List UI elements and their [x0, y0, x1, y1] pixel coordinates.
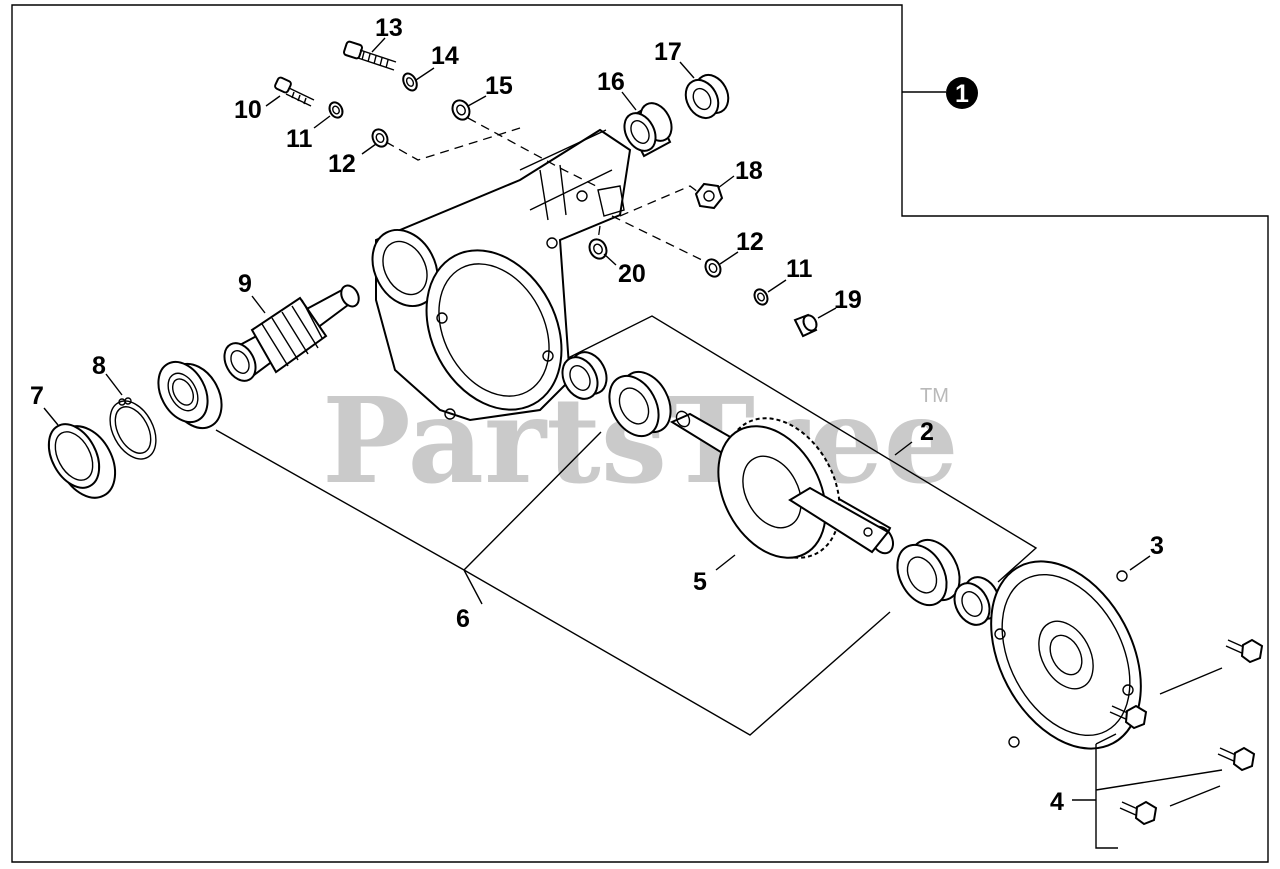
callout-5: 5	[693, 568, 707, 596]
leader-2-bracket	[567, 315, 1038, 583]
part-7-cap	[47, 423, 117, 499]
part-18-nut	[694, 182, 724, 210]
callout-1-badge	[946, 77, 978, 109]
leader-4-upper	[1159, 667, 1223, 695]
part-17-seal	[684, 73, 730, 120]
callout-20: 20	[618, 260, 646, 288]
dashed-alignment-d	[611, 215, 707, 263]
part-6-bearing-left	[157, 360, 223, 430]
callout-2: 2	[920, 418, 934, 446]
callout-11-top: 11	[286, 125, 313, 153]
part-11-washer-right	[753, 288, 769, 306]
leader-8	[105, 373, 123, 396]
part-6-seal-upper	[561, 351, 608, 400]
callout-3: 3	[1150, 532, 1164, 560]
part-11-washer-top	[328, 101, 344, 119]
part-20-washer	[588, 238, 608, 260]
gear-case-housing	[371, 128, 632, 422]
dashed-alignment-a	[385, 127, 521, 161]
leader-13	[371, 37, 386, 53]
leader-7	[43, 407, 59, 426]
part-13-bolt	[343, 40, 397, 71]
callout-13: 13	[375, 14, 403, 42]
part-16-needle-bearing	[623, 102, 673, 158]
dashed-alignment-e	[597, 225, 601, 241]
part-4-bolt-d	[1119, 800, 1158, 826]
leader-19	[817, 307, 837, 319]
part-19-screw	[793, 313, 818, 338]
part-14-washer	[402, 72, 418, 92]
leader-12-top	[361, 143, 377, 155]
leader-6-bracket	[215, 429, 891, 736]
dashed-alignment-b	[467, 117, 601, 189]
part-6-bearing-upper	[608, 370, 672, 438]
part-4-bolt-b	[1109, 704, 1148, 730]
part-5-gear-shaft	[669, 410, 895, 559]
callout-11-right: 11	[786, 255, 813, 283]
callout-7: 7	[30, 382, 44, 410]
assembly-frame	[11, 4, 1269, 863]
callout-12-top: 12	[328, 150, 356, 178]
callout-17: 17	[654, 38, 682, 66]
part-4-bolt-a	[1225, 638, 1264, 664]
watermark-trademark: TM	[920, 385, 949, 407]
part-8-snap-ring	[109, 397, 157, 460]
leader-20	[603, 253, 617, 266]
callout-8: 8	[92, 352, 106, 380]
leader-4-bracket	[1072, 733, 1223, 849]
leader-4-lower	[1169, 785, 1221, 807]
callout-15: 15	[485, 72, 513, 100]
callout-6: 6	[456, 605, 470, 633]
part-12-washer-right	[704, 258, 722, 278]
leader-9	[251, 295, 266, 314]
leader-18	[717, 175, 735, 189]
part-12-washer-top	[371, 128, 389, 148]
dashed-alignment-c	[619, 185, 699, 217]
part-4-bolt-c	[1217, 746, 1256, 772]
callout-19: 19	[834, 286, 862, 314]
callout-16: 16	[597, 68, 625, 96]
leader-16	[621, 91, 637, 111]
part-15-washer	[451, 99, 471, 121]
leader-15	[467, 95, 487, 107]
leader-12-right	[719, 251, 739, 265]
callout-1: 1	[955, 80, 969, 108]
leader-10	[265, 95, 281, 107]
part-3-cover	[990, 560, 1142, 750]
leader-17	[679, 61, 695, 79]
callout-14: 14	[431, 42, 459, 70]
leader-2	[894, 441, 913, 456]
callout-18: 18	[735, 157, 763, 185]
leader-14	[415, 67, 435, 81]
part-9-worm-shaft	[223, 284, 360, 382]
leader-5	[715, 554, 736, 571]
leader-3	[1129, 555, 1151, 571]
part-6-bearing-lower	[896, 538, 961, 607]
leader-11-right	[767, 279, 787, 293]
callout-4: 4	[1050, 788, 1064, 816]
leader-11-top	[313, 115, 331, 129]
callout-9: 9	[238, 270, 252, 298]
callout-12-right: 12	[736, 228, 764, 256]
part-10-bolt	[274, 76, 315, 107]
callout-10: 10	[234, 96, 262, 124]
